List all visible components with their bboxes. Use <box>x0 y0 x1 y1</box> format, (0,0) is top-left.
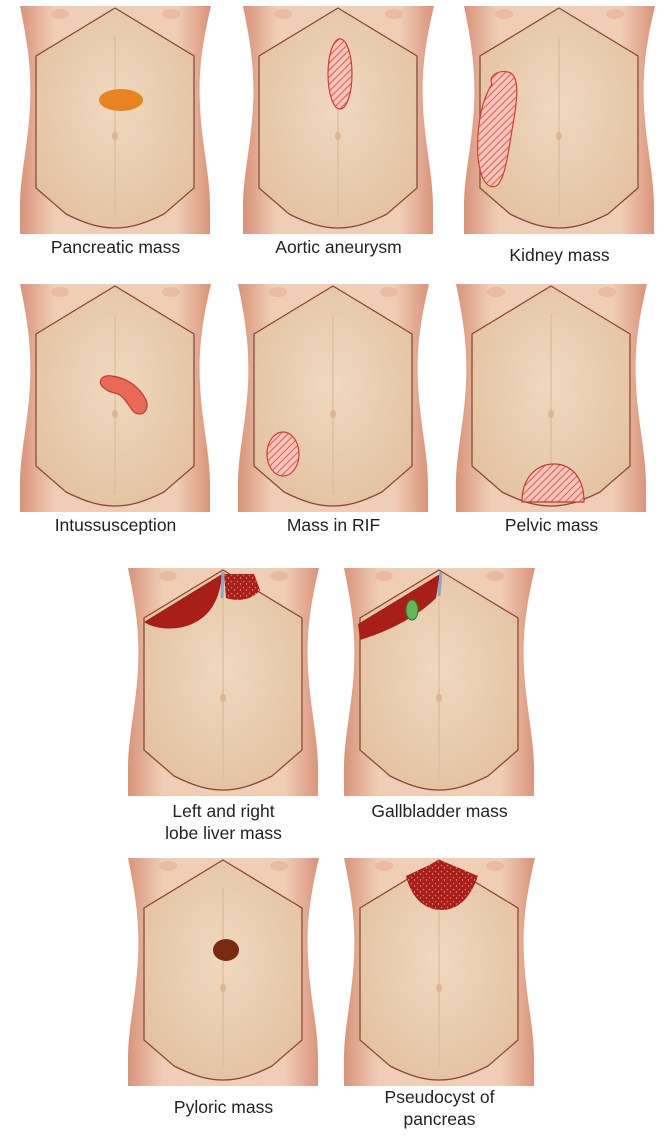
xiphoid-marker <box>439 572 441 596</box>
label-mass-in-rif: Mass in RIF <box>232 514 435 536</box>
panel-aortic-aneurysm <box>237 6 440 234</box>
torso-figure <box>122 858 325 1086</box>
label-intussusception: Intussusception <box>14 514 217 536</box>
panel-pyloric-mass <box>122 858 325 1086</box>
torso-figure <box>14 6 217 234</box>
torso-figure <box>338 568 541 796</box>
panel-intussusception <box>14 284 217 512</box>
panel-mass-in-rif <box>232 284 435 512</box>
panel-liver-mass <box>122 568 325 796</box>
torso-figure <box>450 284 653 512</box>
label-pyloric-mass: Pyloric mass <box>122 1096 325 1118</box>
panel-pelvic-mass <box>450 284 653 512</box>
torso-figure <box>458 6 661 234</box>
label-pancreatic-mass: Pancreatic mass <box>14 236 217 258</box>
aortic-aneurysm-shape <box>328 39 352 109</box>
panel-kidney-mass <box>458 6 661 234</box>
label-pseudocyst: Pseudocyst of pancreas <box>338 1086 541 1130</box>
torso-figure <box>122 568 325 796</box>
label-kidney-mass: Kidney mass <box>458 244 661 266</box>
rif-mass-shape <box>267 432 299 476</box>
panel-pancreatic-mass <box>14 6 217 234</box>
panel-gallbladder-mass <box>338 568 541 796</box>
xiphoid-marker <box>222 572 223 598</box>
gallbladder-mass-shape <box>406 600 418 620</box>
panel-pseudocyst <box>338 858 541 1086</box>
label-pelvic-mass: Pelvic mass <box>450 514 653 536</box>
label-liver-mass: Left and right lobe liver mass <box>122 800 325 844</box>
pyloric-mass-shape <box>213 939 239 961</box>
torso-figure <box>232 284 435 512</box>
torso-figure <box>14 284 217 512</box>
label-aortic-aneurysm: Aortic aneurysm <box>237 236 440 258</box>
pancreatic-mass-shape <box>99 89 143 111</box>
torso-figure <box>338 858 541 1086</box>
label-gallbladder-mass: Gallbladder mass <box>338 800 541 822</box>
torso-figure <box>237 6 440 234</box>
